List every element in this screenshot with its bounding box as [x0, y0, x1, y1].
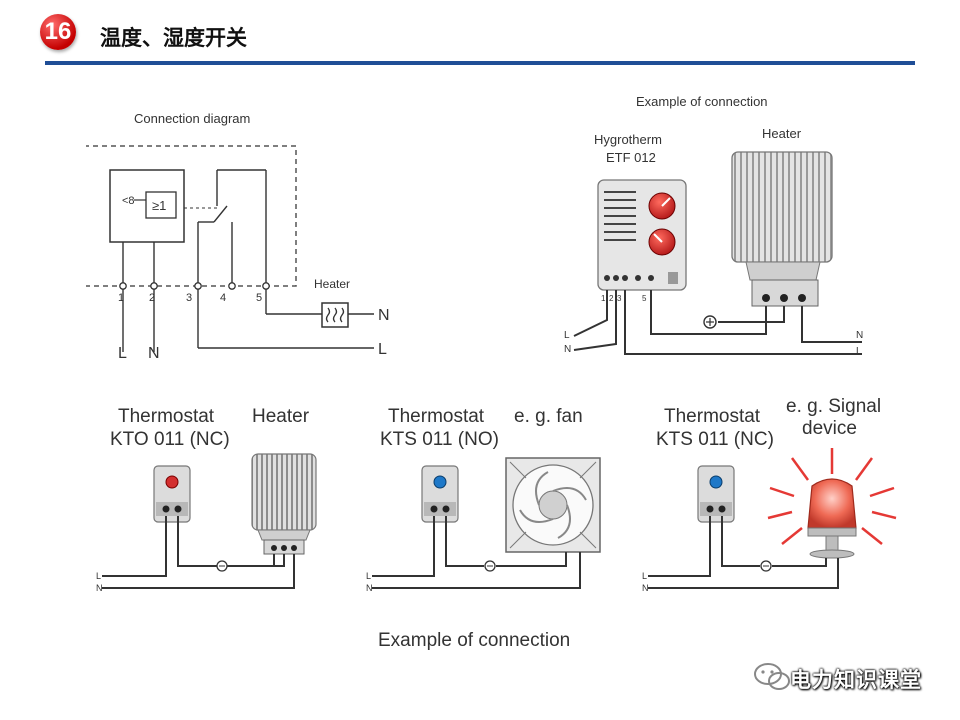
example-thermostat-signal-device: Thermostat KTS 011 (NC) e. g. Signal dev… [642, 396, 897, 593]
thermostat-dial-icon [433, 475, 447, 489]
connection-diagram-title: Connection diagram [134, 111, 250, 126]
line-label-l: L [118, 345, 127, 362]
logic-gate-label: ≥1 [152, 198, 166, 213]
line-label: L [378, 341, 387, 358]
vent-slots [604, 191, 636, 241]
line-label-n: N [148, 345, 160, 362]
example-title: Example of connection [636, 94, 768, 109]
connection-diagram: Connection diagram <8 ≥1 1 2 3 4 5 Heate… [83, 111, 390, 362]
terminal-screws [604, 272, 678, 284]
neutral-label: N [378, 307, 390, 324]
thermostat-dial-icon [709, 475, 723, 489]
line-label-n: N [642, 583, 649, 593]
watermark-text: 电力知识课堂 [790, 668, 922, 692]
terminal-label: 3 [186, 292, 192, 304]
watermark [752, 658, 932, 694]
line-label-l: L [366, 571, 371, 581]
hygrotherm-connection-example: Example of connection Hygrotherm ETF 012… [564, 94, 863, 357]
line-label-n: N [96, 583, 103, 593]
footer-caption: Example of connection [378, 630, 570, 651]
line-label: L [856, 346, 862, 357]
thermostat-model: KTO 011 (NC) [110, 429, 230, 450]
heater-label: Heater [762, 126, 802, 141]
hygrotherm-label: Hygrotherm [594, 132, 662, 147]
example-thermostat-fan: Thermostat KTS 011 (NO) e. g. fan L N [366, 406, 601, 593]
line-label-l: L [564, 330, 570, 341]
heater-device [731, 151, 833, 263]
load-label-line-2: device [802, 418, 857, 439]
control-block [109, 169, 185, 243]
terminal-label: 5 [642, 294, 647, 303]
wechat-logo-icon [754, 663, 790, 690]
terminal-label: 5 [256, 292, 262, 304]
load-label: Heater [252, 406, 310, 427]
thermostat-model: KTS 011 (NC) [656, 429, 774, 450]
line-label-n: N [366, 583, 373, 593]
terminal-label: 3 [617, 294, 622, 303]
heater-terminal-block [751, 279, 819, 307]
terminal-label: 2 [609, 294, 614, 303]
load-label: e. g. Signal [786, 396, 881, 417]
signal-light-icon [767, 448, 897, 559]
temperature-setpoint-label: <8 [122, 195, 135, 207]
title-underline [45, 61, 915, 65]
connection-diagrams: Connection diagram <8 ≥1 1 2 3 4 5 Heate… [83, 94, 897, 651]
example-thermostat-heater: Thermostat KTO 011 (NC) Heater L N [96, 406, 317, 593]
diagram-panel: Connection diagram <8 ≥1 1 2 3 4 5 Heate… [83, 82, 906, 660]
thermostat-label: Thermostat [118, 406, 215, 427]
load-label: e. g. fan [514, 406, 583, 427]
line-label-l: L [96, 571, 101, 581]
neutral-label: N [856, 330, 863, 341]
logic-gate [145, 191, 177, 219]
relay-contact [213, 205, 228, 223]
heater-device [251, 453, 317, 531]
thermostat-dial-icon [165, 475, 179, 489]
model-label: ETF 012 [606, 150, 656, 165]
terminal-label: 1 [118, 292, 124, 304]
terminal-label: 4 [220, 292, 226, 304]
line-label-l: L [642, 571, 647, 581]
terminal-label: 2 [149, 292, 155, 304]
slide-number-badge: 16 [40, 14, 76, 50]
terminal-label: 1 [601, 294, 606, 303]
thermostat-label: Thermostat [664, 406, 761, 427]
device-boundary [83, 145, 297, 287]
thermostat-model: KTS 011 (NO) [380, 429, 499, 450]
line-label-n: N [564, 344, 571, 355]
slide-header: 16 温度、湿度开关 [0, 0, 960, 70]
page-title: 温度、湿度开关 [100, 26, 247, 50]
thermostat-label: Thermostat [388, 406, 485, 427]
heater-label: Heater [314, 277, 350, 291]
